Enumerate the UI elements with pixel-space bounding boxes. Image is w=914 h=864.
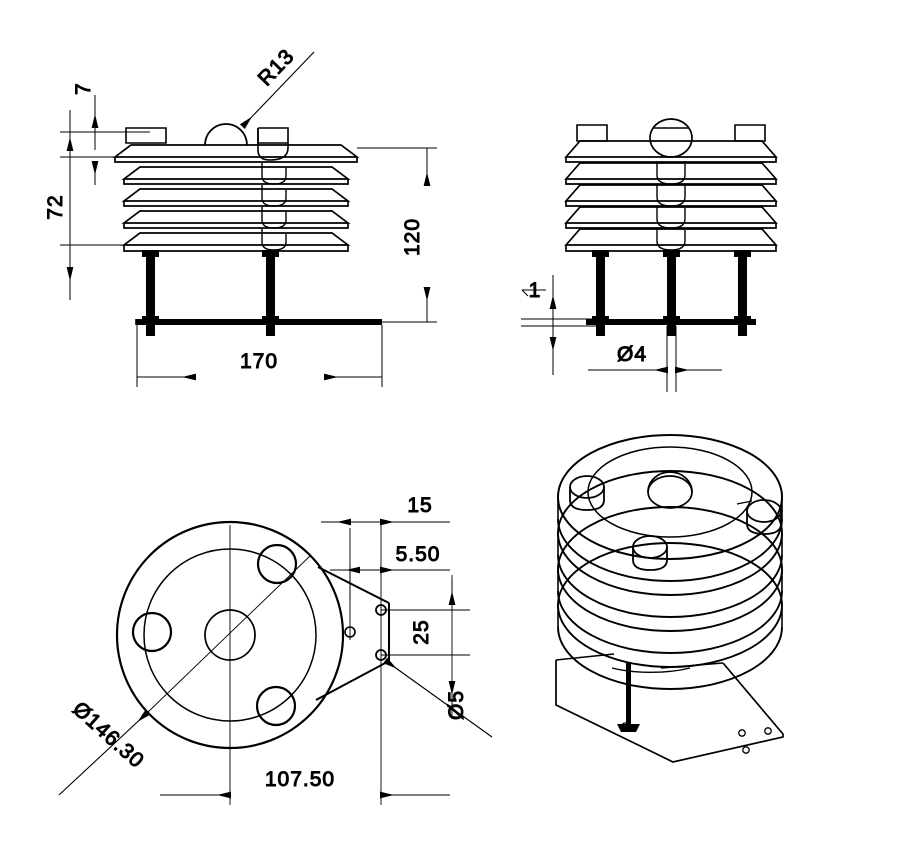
dim-label-15: 15: [407, 494, 432, 517]
dim-label-1: 1: [529, 279, 542, 302]
dim-label-dia146-30: Ø146.30: [68, 697, 148, 773]
dim-15: [321, 518, 450, 600]
dim-label-dia5: Ø5: [445, 690, 468, 720]
dim-label-120: 120: [401, 218, 424, 256]
iso-louver-stack: [557, 434, 783, 690]
view-bottom-plan: 15 5.50 25 Ø5 Ø146.30 1: [58, 494, 493, 805]
dim-label-r13: R13: [254, 45, 299, 91]
side-support-legs: [586, 250, 756, 336]
dim-label-25: 25: [410, 619, 433, 644]
dim-label-72: 72: [44, 194, 67, 219]
dim-label-107-50: 107.50: [265, 768, 335, 791]
view-side-elevation: 1 Ø4: [521, 118, 778, 392]
dim-dia146-30: [58, 555, 311, 796]
iso-top-features: [569, 471, 782, 571]
plan-post-top: [256, 543, 298, 585]
dim-7: [60, 95, 350, 185]
front-support-legs: [135, 250, 382, 336]
dim-label-170: 170: [240, 350, 278, 373]
view-isometric: [555, 434, 784, 763]
plan-post-bottom: [255, 685, 297, 727]
dim-72: [60, 110, 150, 300]
dim-label-5-50: 5.50: [396, 543, 441, 566]
dim-dia4: [588, 326, 722, 392]
front-louver-stack: [112, 123, 360, 252]
dim-label-dia4: Ø4: [617, 343, 647, 366]
side-louver-stack: [564, 118, 778, 252]
view-front-elevation: 7 72 R13 120 170: [44, 44, 437, 387]
dim-r13: [239, 51, 315, 130]
dim-label-7: 7: [72, 82, 95, 95]
dim-170: [136, 325, 383, 387]
plan-post-left: [131, 611, 173, 653]
plan-bracket-tab: [315, 566, 390, 701]
dim-1: [521, 275, 600, 375]
dim-dia5: [383, 657, 493, 738]
dim-120: [357, 147, 437, 323]
iso-centre-stem: [611, 662, 691, 732]
